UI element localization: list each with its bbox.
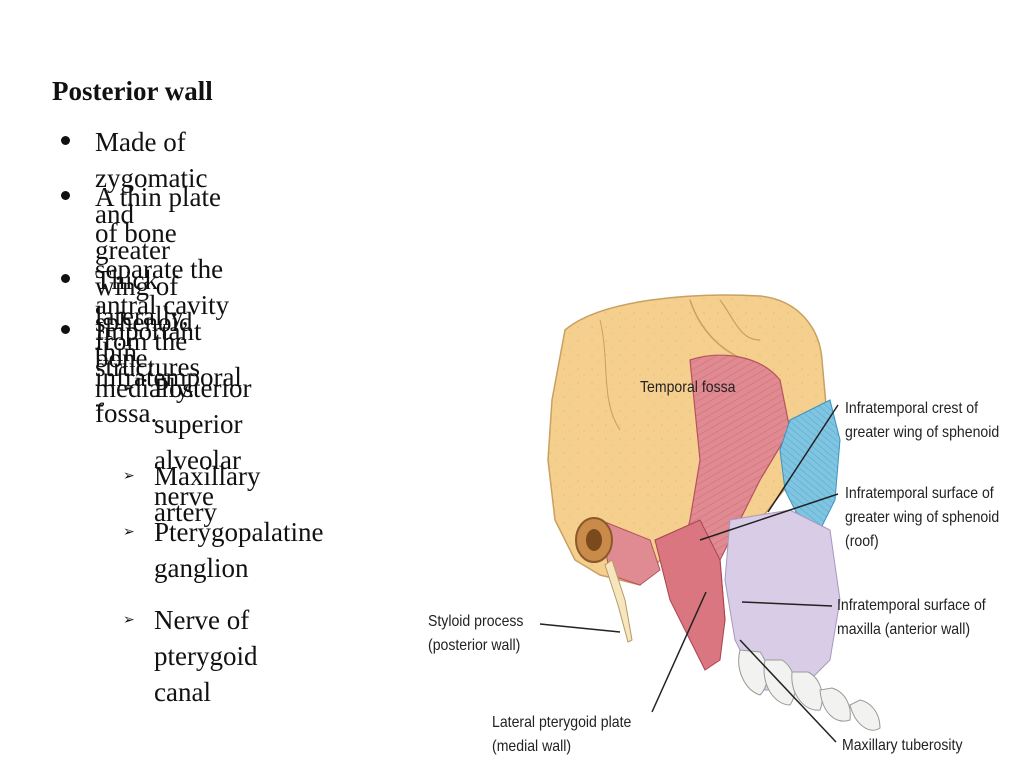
label-line: Styloid process: [428, 613, 524, 630]
bullet-item: A thin plate of bone separate the antral…: [61, 179, 242, 431]
bullet-item: Thick laterally, thin medially.: [61, 262, 195, 406]
sub-bullet-text: Posterior superior: [154, 373, 252, 439]
sub-bullet-text: Nerve of pterygoid: [154, 605, 258, 671]
label-lateral-pterygoid-plate: Lateral pterygoid plate (medial wall): [492, 711, 631, 759]
sub-bullet-text-continued: ganglion: [154, 553, 249, 583]
maxilla-region: [724, 509, 841, 691]
arrow-bullet-icon: ➢: [123, 468, 135, 484]
label-line: Infratemporal crest of: [845, 400, 979, 417]
label-line: Infratemporal surface of: [837, 597, 986, 614]
bullet-text: Made of zygomatic and greater wing of sp…: [95, 127, 208, 373]
lateral-pterygoid-plate-shape: [654, 519, 726, 671]
label-line: (roof): [845, 533, 879, 550]
label-infratemporal-surface-sphenoid: Infratemporal surface of greater wing of…: [845, 482, 999, 554]
arrow-bullet-icon: ➢: [123, 380, 135, 396]
arrow-bullet-icon: ➢: [123, 612, 135, 628]
bullet-item: Made of zygomatic and greater wing of sp…: [61, 124, 208, 376]
bullet-dot-icon: [61, 191, 70, 200]
label-line: (medial wall): [492, 738, 572, 755]
sub-bullet-item: ➢ Posterior superior alveolar nerve: [123, 370, 252, 514]
sub-bullet-text-continued: alveolar nerve: [154, 445, 241, 511]
bullet-text: Thick laterally, thin medially.: [95, 265, 195, 403]
arrow-bullet-icon: ➢: [123, 524, 135, 540]
slide-title: Posterior wall: [52, 76, 213, 106]
bullet-item: Important structures -: [61, 313, 202, 421]
bullet-dot-icon: [61, 325, 70, 334]
label-temporal-fossa: Temporal fossa: [640, 379, 736, 396]
label-infratemporal-crest: Infratemporal crest of greater wing of s…: [845, 397, 999, 445]
label-styloid-process: Styloid process (posterior wall): [428, 610, 523, 658]
label-line: Lateral pterygoid plate: [492, 714, 632, 731]
bullet-dot-icon: [61, 274, 70, 283]
sub-bullet-item: ➢ Maxillary artery: [123, 458, 261, 530]
label-infratemporal-surface-maxilla: Infratemporal surface of maxilla (anteri…: [837, 594, 986, 642]
styloid-process-shape: [604, 559, 633, 643]
sub-bullet-text: Pterygopalatine: [154, 517, 324, 547]
label-line: Infratemporal surface of: [845, 485, 994, 502]
sub-bullet-text-continued: canal: [154, 677, 211, 707]
sub-bullet-text: Maxillary artery: [154, 461, 261, 527]
label-line: (posterior wall): [428, 637, 521, 654]
sub-bullet-item: ➢ Pterygopalatine ganglion: [123, 514, 324, 586]
label-line: maxilla (anterior wall): [837, 621, 971, 638]
label-line: greater wing of sphenoid: [845, 509, 1000, 526]
bullet-text-continued: infratemporal fossa.: [95, 362, 242, 428]
label-line: greater wing of sphenoid: [845, 424, 1000, 441]
bullet-text: Important structures -: [95, 316, 202, 418]
bullet-text: A thin plate of bone separate the antral…: [95, 182, 230, 356]
sub-bullet-item: ➢ Nerve of pterygoid canal: [123, 602, 258, 710]
label-maxillary-tuberosity: Maxillary tuberosity: [842, 737, 963, 754]
bullet-dot-icon: [61, 136, 70, 145]
leader-lines: [539, 404, 839, 743]
skull-infratemporal-illustration: [539, 294, 881, 743]
